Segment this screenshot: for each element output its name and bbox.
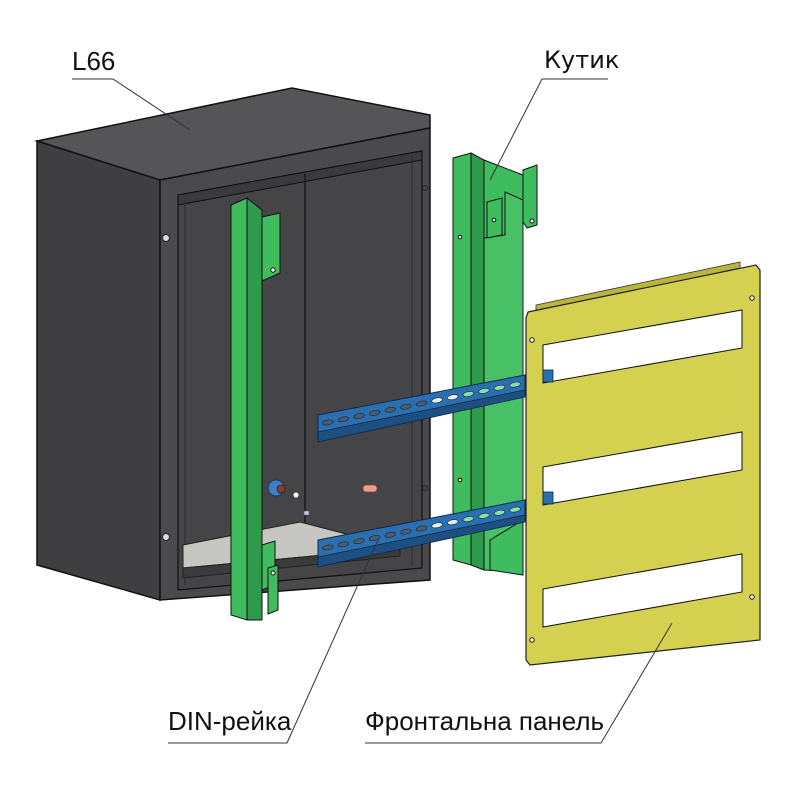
din-rail-slot	[493, 509, 506, 516]
din-rail-slot	[462, 391, 475, 397]
din-rail-slot	[415, 525, 428, 532]
screw-icon	[162, 533, 170, 541]
din-rail-slot	[353, 538, 365, 544]
din-rail-lower	[317, 499, 526, 568]
bracket-left	[230, 196, 281, 621]
din-rail-slot	[353, 413, 365, 419]
din-rail-slots	[322, 381, 521, 426]
screw-icon	[422, 185, 428, 191]
din-rail-slot	[368, 410, 381, 416]
din-rail-slot	[384, 406, 396, 413]
label-enclosure: L66	[72, 46, 116, 76]
copper-pin-icon	[362, 484, 378, 493]
din-rail-slot	[368, 535, 381, 541]
din-rail-slot	[509, 381, 521, 388]
din-rail-slot	[400, 528, 412, 535]
din-rail-slot	[322, 419, 334, 426]
leader-line-din	[168, 539, 379, 744]
din-rail-slot	[400, 403, 412, 410]
din-rail-slot	[447, 519, 459, 526]
din-rail-slot	[337, 541, 350, 548]
label-din-rail: DIN-рейка	[168, 706, 292, 736]
din-rail-slot	[415, 400, 428, 407]
din-rail-slot	[384, 531, 396, 538]
din-rail-upper	[317, 374, 526, 443]
leader-lines	[72, 78, 673, 744]
leader-line-panel	[365, 622, 673, 744]
label-front-panel: Фронтальна панель	[365, 706, 605, 736]
din-rail-slot	[493, 384, 506, 391]
din-rail-slot	[509, 506, 521, 513]
din-rail-slot	[431, 397, 443, 404]
din-rail-slot	[462, 516, 475, 522]
enclosure-top-lip	[177, 150, 423, 206]
din-rail-slot	[431, 522, 443, 529]
panel-cutout	[542, 553, 743, 628]
bracket-right	[452, 152, 538, 576]
din-rail-slot	[322, 544, 334, 551]
enclosure-side-face	[36, 139, 161, 601]
label-bracket: Кутик	[544, 46, 620, 74]
din-rail-slot	[447, 394, 459, 401]
leader-line-l66	[72, 78, 191, 131]
front-panel	[525, 261, 761, 666]
din-rail-slots	[322, 506, 521, 551]
screw-icon	[422, 485, 428, 491]
screw-icon	[162, 234, 170, 242]
leader-line-kutik	[489, 78, 608, 181]
din-rail-slot	[478, 388, 490, 394]
din-rail-slot	[478, 513, 490, 519]
din-rail-slot	[337, 416, 350, 423]
